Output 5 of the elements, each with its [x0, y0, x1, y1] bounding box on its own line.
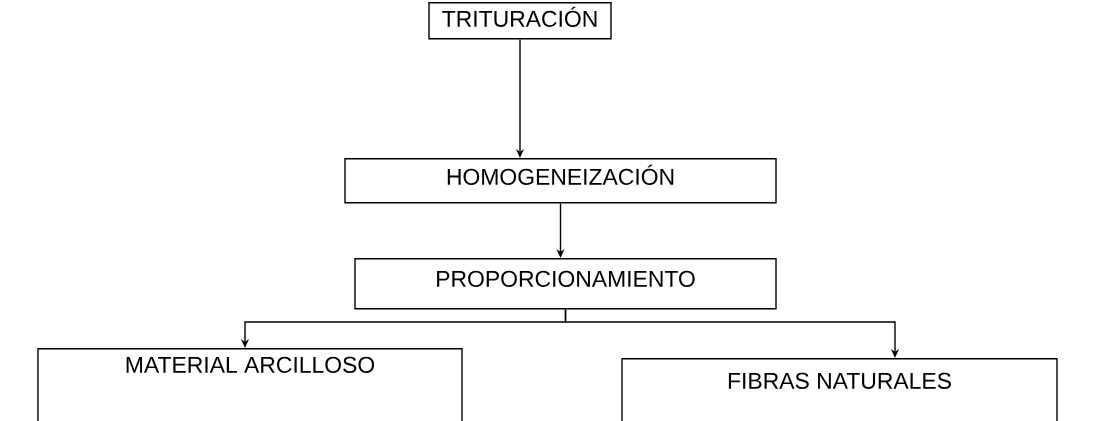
process-box: MATERIAL ARCILLOSO: [37, 348, 463, 421]
process-box: PROPORCIONAMIENTO: [354, 258, 777, 310]
process-box: TRITURACIÓN: [428, 2, 612, 40]
process-box: FIBRAS NATURALES: [621, 358, 1058, 421]
process-box: HOMOGENEIZACIÓN: [344, 158, 777, 204]
